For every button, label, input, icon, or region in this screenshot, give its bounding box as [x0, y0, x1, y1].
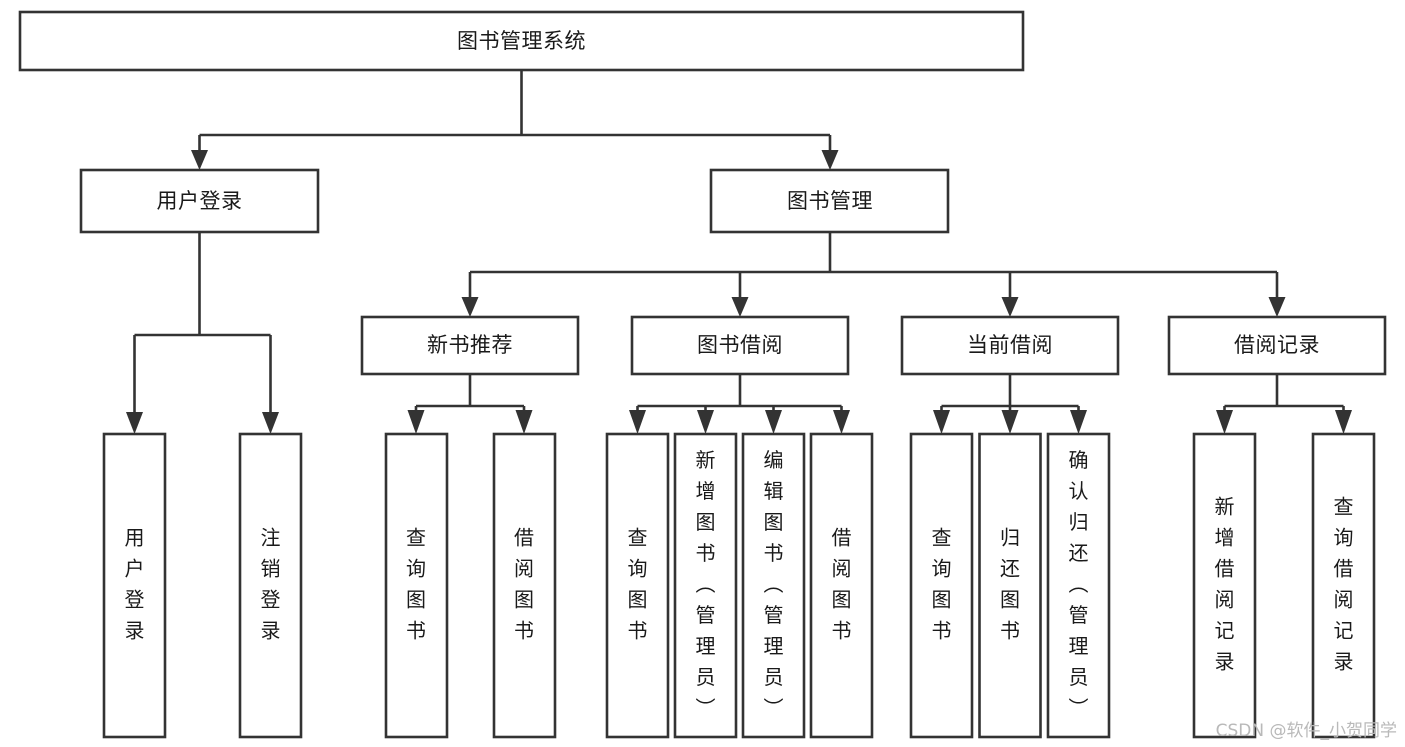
arrowhead-leaf-recommend-query-book — [407, 410, 425, 434]
arrowhead-leaf-record-query — [1335, 410, 1352, 434]
node-root-label: 图书管理系统 — [457, 29, 586, 53]
node-leaf-user-login[interactable]: 用户登录 — [102, 432, 167, 739]
node-book-management[interactable]: 图书管理 — [709, 168, 950, 234]
node-leaf-record-query-label: 查询借阅记录 — [1334, 494, 1354, 673]
node-current-borrow-label: 当前借阅 — [967, 333, 1053, 357]
node-leaf-record-query-box[interactable] — [1311, 432, 1376, 739]
node-leaf-current-query-book[interactable]: 查询图书 — [909, 432, 974, 739]
node-leaf-user-logout-label: 注销登录 — [261, 525, 281, 642]
arrowhead-leaf-borrow-query-book — [629, 410, 646, 434]
node-leaf-record-add[interactable]: 新增借阅记录 — [1192, 432, 1257, 739]
node-leaf-recommend-query-book-box[interactable] — [384, 432, 449, 739]
node-leaf-current-return-book[interactable]: 归还图书 — [978, 432, 1042, 739]
node-leaf-borrow-borrow-book-label: 借阅图书 — [832, 525, 852, 642]
arrowhead-borrow-record — [1268, 297, 1286, 317]
node-leaf-borrow-query-book[interactable]: 查询图书 — [605, 432, 670, 739]
node-user-login-label: 用户登录 — [157, 189, 243, 213]
node-leaf-current-return-book-box[interactable] — [978, 432, 1042, 739]
node-book-management-box[interactable] — [709, 168, 950, 234]
node-leaf-borrow-edit-book-box[interactable] — [741, 432, 806, 739]
arrowhead-user-login — [191, 150, 208, 170]
arrowhead-leaf-record-add — [1216, 410, 1233, 434]
node-borrow-record[interactable]: 借阅记录 — [1167, 315, 1387, 376]
arrowhead-leaf-borrow-borrow-book — [833, 410, 850, 434]
arrowhead-leaf-user-logout — [262, 412, 279, 434]
node-leaf-recommend-query-book[interactable]: 查询图书 — [384, 432, 449, 739]
connector-layer — [126, 70, 1352, 434]
node-leaf-current-return-book-label: 归还图书 — [1000, 525, 1020, 642]
node-leaf-record-add-box[interactable] — [1192, 432, 1257, 739]
node-leaf-current-confirm-return-label: 确认归还︵管理员︶ — [1069, 448, 1089, 720]
node-leaf-borrow-add-book-label: 新增图书︵管理员︶ — [696, 448, 716, 720]
node-leaf-user-login-label: 用户登录 — [125, 525, 145, 642]
node-borrow-record-box[interactable] — [1167, 315, 1387, 376]
node-new-book-recommend[interactable]: 新书推荐 — [360, 315, 580, 376]
node-book-borrow-box[interactable] — [630, 315, 850, 376]
node-leaf-current-confirm-return[interactable]: 确认归还︵管理员︶ — [1046, 432, 1111, 739]
node-leaf-borrow-query-book-label: 查询图书 — [628, 525, 648, 642]
node-leaf-borrow-borrow-book-box[interactable] — [809, 432, 874, 739]
node-leaf-borrow-edit-book-label: 编辑图书︵管理员︶ — [764, 448, 784, 720]
node-leaf-borrow-add-book[interactable]: 新增图书︵管理员︶ — [673, 432, 738, 739]
arrowhead-leaf-borrow-edit-book — [765, 410, 782, 434]
node-book-borrow[interactable]: 图书借阅 — [630, 315, 850, 376]
arrowhead-book-management — [821, 150, 839, 170]
node-leaf-borrow-add-book-box[interactable] — [673, 432, 738, 739]
node-borrow-record-label: 借阅记录 — [1234, 333, 1320, 357]
node-leaf-borrow-borrow-book[interactable]: 借阅图书 — [809, 432, 874, 739]
arrowhead-leaf-borrow-add-book — [697, 410, 714, 434]
node-leaf-record-add-label: 新增借阅记录 — [1215, 494, 1235, 673]
node-leaf-recommend-query-book-label: 查询图书 — [406, 525, 426, 642]
node-leaf-borrow-edit-book[interactable]: 编辑图书︵管理员︶ — [741, 432, 806, 739]
node-user-login[interactable]: 用户登录 — [79, 168, 320, 234]
arrowhead-leaf-current-query-book — [933, 410, 950, 434]
node-root-box[interactable] — [18, 10, 1025, 72]
node-leaf-user-login-box[interactable] — [102, 432, 167, 739]
node-leaf-borrow-query-book-box[interactable] — [605, 432, 670, 739]
arrowhead-new-book-recommend — [461, 297, 479, 317]
arrowhead-leaf-user-login — [126, 412, 143, 434]
node-leaf-record-query[interactable]: 查询借阅记录 — [1311, 432, 1376, 739]
node-leaf-recommend-borrow-book-box[interactable] — [492, 432, 557, 739]
arrowhead-current-borrow — [1001, 297, 1019, 317]
node-user-login-box[interactable] — [79, 168, 320, 234]
arrowhead-book-borrow — [731, 297, 749, 317]
node-current-borrow-box[interactable] — [900, 315, 1120, 376]
node-book-borrow-label: 图书借阅 — [697, 333, 783, 357]
node-book-management-label: 图书管理 — [787, 189, 873, 213]
node-root[interactable]: 图书管理系统 — [18, 10, 1025, 72]
csdn-watermark: CSDN @软件_小贺同学 — [1215, 721, 1397, 741]
node-current-borrow[interactable]: 当前借阅 — [900, 315, 1120, 376]
node-leaf-current-query-book-box[interactable] — [909, 432, 974, 739]
node-leaf-recommend-borrow-book[interactable]: 借阅图书 — [492, 432, 557, 739]
arrowhead-leaf-recommend-borrow-book — [515, 410, 533, 434]
node-leaf-current-query-book-label: 查询图书 — [932, 525, 952, 642]
node-leaf-current-confirm-return-box[interactable] — [1046, 432, 1111, 739]
node-leaf-recommend-borrow-book-label: 借阅图书 — [514, 525, 534, 642]
node-new-book-recommend-label: 新书推荐 — [427, 333, 513, 357]
arrowhead-leaf-current-return-book — [1001, 410, 1019, 434]
node-leaf-user-logout[interactable]: 注销登录 — [238, 432, 303, 739]
node-leaf-user-logout-box[interactable] — [238, 432, 303, 739]
arrowhead-leaf-current-confirm-return — [1070, 410, 1087, 434]
node-new-book-recommend-box[interactable] — [360, 315, 580, 376]
